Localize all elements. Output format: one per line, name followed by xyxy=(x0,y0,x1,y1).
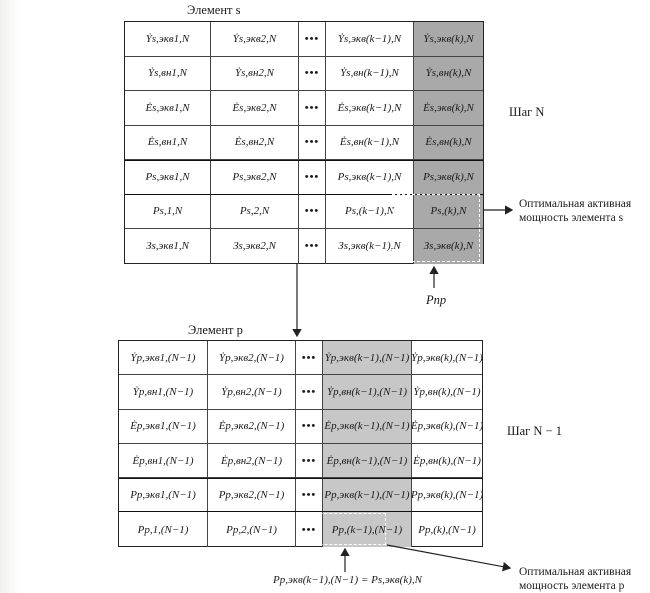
table-cell: Ẏs,вн2,N xyxy=(211,56,299,90)
table-cell: Зs,экв1,N xyxy=(125,229,211,264)
table-cell: Ps,1,N xyxy=(125,194,211,228)
table-cell: Pp,2,(N−1) xyxy=(208,512,296,547)
optimal-power-p-line1: Оптимальная активная xyxy=(519,566,632,578)
table-cell: ••• xyxy=(296,443,323,478)
table-cell: Ẏs,экв2,N xyxy=(211,22,299,56)
table-cell: Ėp,экв2,(N−1) xyxy=(208,409,296,443)
table-cell: Ps,экв1,N xyxy=(125,161,211,194)
table-cell: Ẏs,экв(k−1),N xyxy=(326,22,414,56)
table-cell: Ẏp,экв1,(N−1) xyxy=(119,341,208,375)
p-pr-label: Pпр xyxy=(426,293,447,307)
table-cell: Ẏp,экв2,(N−1) xyxy=(208,341,296,375)
table-cell: Ps,экв2,N xyxy=(211,161,299,194)
table-cell: ••• xyxy=(299,161,326,194)
step-n-label: Шаг N xyxy=(509,105,545,119)
table-cell: Ps,2,N xyxy=(211,194,299,228)
table-row: Ẏp,вн1,(N−1)Ẏp,вн2,(N−1)•••Ẏp,вн(k−1),(N… xyxy=(119,375,482,410)
table-cell: ••• xyxy=(299,194,326,228)
optimal-power-p-label: Оптимальная активная мощность элемента p xyxy=(519,565,631,593)
table-cell: Ės,экв(k−1),N xyxy=(326,91,414,125)
table-cell: Ėp,вн(k),(N−1) xyxy=(413,454,481,467)
table-cell: ••• xyxy=(299,91,326,125)
table-row: Ẏp,экв1,(N−1)Ẏp,экв2,(N−1)•••Ẏp,экв(k−1)… xyxy=(119,341,482,376)
table-cell: Ės,вн(k−1),N xyxy=(326,125,414,159)
table-cell: Ės,вн(k),N xyxy=(414,125,483,159)
scan-edge-shading xyxy=(0,0,20,593)
table-cell: ••• xyxy=(299,125,326,159)
table-cell: Pp,1,(N−1) xyxy=(119,512,208,547)
table-row: Pp,экв1,(N−1)Pp,экв2,(N−1)•••Pp,экв(k−1)… xyxy=(119,478,482,513)
table-row: Pp,1,(N−1)Pp,2,(N−1)•••Pp,(k−1),(N−1) Pp,… xyxy=(119,512,482,547)
table-cell: Pp,экв1,(N−1) xyxy=(119,479,208,512)
table-cell: ••• xyxy=(296,512,323,547)
table-cell: Ẏp,экв(k),(N−1) xyxy=(412,351,482,364)
table-cell: Ėp,экв(k−1),(N−1) xyxy=(323,409,412,443)
table-cell: Ps,(k−1),N xyxy=(326,194,414,228)
table-cell: Ẏp,вн(k),(N−1) xyxy=(413,385,481,398)
equation-label: Pp,экв(k−1),(N−1) = Ps,экв(k),N xyxy=(273,574,422,586)
table-cell: ••• xyxy=(296,409,323,443)
table-cell: Ės,вн1,N xyxy=(125,125,211,159)
table-cell: Ps,экв(k),N xyxy=(414,161,483,194)
element-p-table: Ẏp,экв1,(N−1)Ẏp,экв2,(N−1)•••Ẏp,экв(k−1)… xyxy=(118,340,483,547)
table-cell: Ẏs,экв1,N xyxy=(125,22,211,56)
table-cell: Pp,экв2,(N−1) xyxy=(208,479,296,512)
table-cell: Ẏs,вн(k−1),N xyxy=(326,56,414,90)
table-cell: Ps,(k),N xyxy=(414,194,483,228)
element-p-title: Элемент p xyxy=(188,323,243,337)
table-row: Ėp,экв1,(N−1)Ėp,экв2,(N−1)•••Ėp,экв(k−1)… xyxy=(119,409,482,444)
table-cell: ••• xyxy=(296,479,323,512)
table-cell: Зs,экв(k),N xyxy=(414,229,483,264)
table-cell: ••• xyxy=(296,375,323,409)
table-cell: Ės,экв(k),N xyxy=(414,91,483,125)
table-cell: Pp,(k),(N−1) xyxy=(418,523,476,536)
table-cell: Pp,(k−1),(N−1) xyxy=(323,512,412,547)
step-n1-label: Шаг N − 1 xyxy=(507,424,562,438)
table-cell: Ẏs,экв(k),N xyxy=(414,22,483,56)
table-cell: Ės,экв2,N xyxy=(211,91,299,125)
table-cell: ••• xyxy=(296,341,323,375)
table-cell: Ėp,экв1,(N−1) xyxy=(119,409,208,443)
optimal-power-s-line1: Оптимальная активная xyxy=(519,198,632,210)
table-cell: Ẏp,вн1,(N−1) xyxy=(119,375,208,409)
table-cell: Pp,экв(k−1),(N−1) xyxy=(323,479,412,512)
table-row: Ėp,вн1,(N−1)Ėp,вн2,(N−1)•••Ėp,вн(k−1),(N… xyxy=(119,443,482,479)
table-cell: ••• xyxy=(299,56,326,90)
table-cell: Ẏp,экв(k−1),(N−1) xyxy=(323,341,412,375)
table-cell: Ẏs,вн1,N xyxy=(125,56,211,90)
table-cell: Зs,экв2,N xyxy=(211,229,299,264)
table-cell: Ės,экв1,N xyxy=(125,91,211,125)
table-cell: Ẏp,вн2,(N−1) xyxy=(208,375,296,409)
optimal-power-s-line2: мощность элемента s xyxy=(519,212,624,225)
optimal-power-p-line2: мощность элемента p xyxy=(519,580,625,593)
element-s-title: Элемент s xyxy=(187,3,241,17)
table-cell: Ẏp,вн(k−1),(N−1) xyxy=(323,375,412,409)
table-cell: Ps,экв(k−1),N xyxy=(326,161,414,194)
table-cell: Ėp,вн1,(N−1) xyxy=(119,443,208,478)
table-cell: Ės,вн2,N xyxy=(211,125,299,159)
table-cell: ••• xyxy=(299,229,326,264)
table-cell: Ẏs,вн(k),N xyxy=(414,56,483,90)
table-cell: ••• xyxy=(299,22,326,56)
table-cell: Pp,экв(k),(N−1) xyxy=(412,489,482,502)
optimal-power-s-label: Оптимальная активная мощность элемента s xyxy=(519,197,631,226)
arrow-to-optimal-p xyxy=(386,544,512,572)
table-cell: Ėp,вн2,(N−1) xyxy=(208,443,296,478)
table-cell: Ėp,вн(k−1),(N−1) xyxy=(323,443,412,478)
table-cell: Ėp,экв(k),(N−1) xyxy=(412,420,482,433)
table-cell: Зs,экв(k−1),N xyxy=(326,229,414,264)
